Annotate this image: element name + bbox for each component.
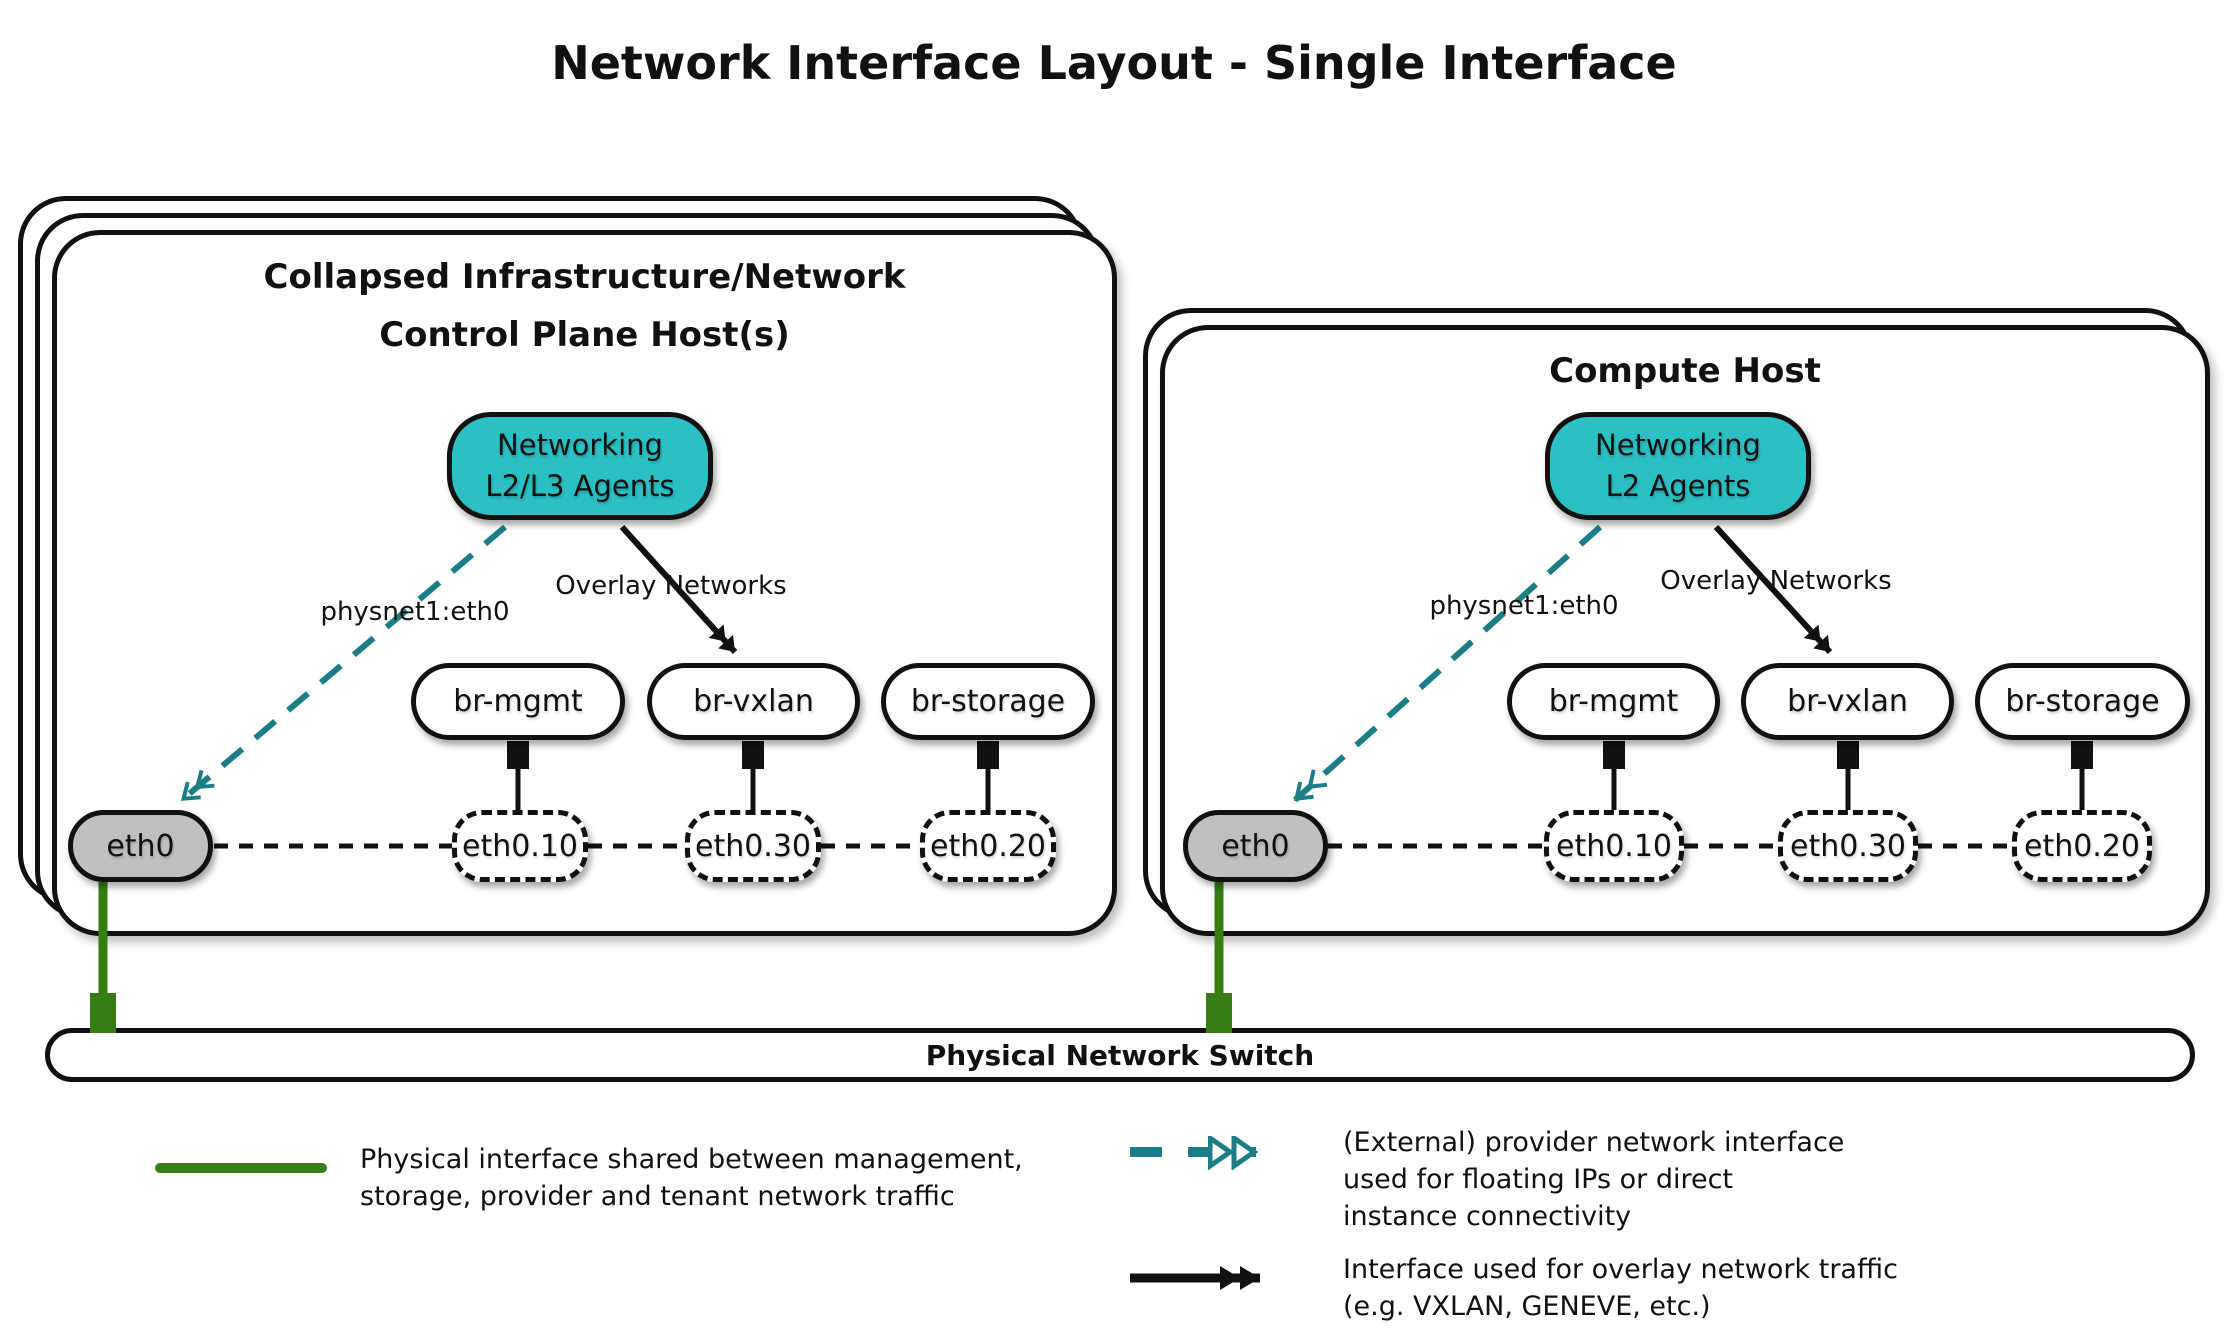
- provider-network-arrow-left: [180, 524, 507, 803]
- bridge-connector: [2071, 741, 2093, 769]
- legend-text-line: (e.g. VXLAN, GENEVE, etc.): [1343, 1291, 1711, 1322]
- vlan-node-eth0-10: eth0.10: [1544, 810, 1684, 882]
- legend-text-line: instance connectivity: [1343, 1201, 1632, 1232]
- overlay-edge-label-right: Overlay Networks: [1660, 566, 1892, 596]
- host-title-line: Control Plane Host(s): [379, 315, 790, 355]
- provider-edge-label-left: physnet1:eth0: [320, 597, 510, 627]
- legend-text-line: used for floating IPs or direct: [1343, 1164, 1734, 1195]
- bridge-node-br-storage: br-storage: [1975, 663, 2190, 740]
- agent-label-line: Networking: [497, 428, 663, 462]
- legend-item-provider-interface: (External) provider network interface us…: [1343, 1124, 1844, 1235]
- provider-network-arrow-right: [1292, 524, 1603, 803]
- agent-label-line: L2 Agents: [1605, 469, 1751, 503]
- agent-label-line: Networking: [1595, 428, 1761, 462]
- physical-network-switch: Physical Network Switch: [45, 1028, 2195, 1082]
- overlay-edge-label-left: Overlay Networks: [555, 571, 787, 601]
- legend-text-line: (External) provider network interface: [1343, 1127, 1845, 1158]
- vlan-node-eth0-30: eth0.30: [685, 810, 821, 882]
- bridge-node-br-vxlan: br-vxlan: [647, 663, 860, 740]
- eth0-node-right: eth0: [1183, 810, 1328, 882]
- bridge-node-br-storage: br-storage: [881, 663, 1095, 740]
- networking-agents-box-left: Networking L2/L3 Agents: [447, 412, 713, 520]
- legend-text-line: storage, provider and tenant network tra…: [360, 1181, 955, 1212]
- bridge-connector: [507, 741, 529, 769]
- provider-edge-label-right: physnet1:eth0: [1429, 591, 1619, 621]
- bridge-connector: [977, 741, 999, 769]
- compute-host-title: Compute Host: [1160, 342, 2210, 400]
- legend-text-line: Physical interface shared between manage…: [360, 1144, 1023, 1175]
- control-plane-host-title: Collapsed Infrastructure/Network Control…: [52, 248, 1117, 364]
- agent-label-line: L2/L3 Agents: [485, 469, 675, 503]
- physical-link-port-right: [1206, 993, 1232, 1033]
- legend-item-physical-interface: Physical interface shared between manage…: [360, 1141, 1023, 1215]
- vlan-node-eth0-20: eth0.20: [920, 810, 1056, 882]
- diagram-title: Network Interface Layout - Single Interf…: [551, 36, 1677, 90]
- bridge-node-br-vxlan: br-vxlan: [1741, 663, 1954, 740]
- bridge-node-br-mgmt: br-mgmt: [1507, 663, 1720, 740]
- legend-item-overlay-interface: Interface used for overlay network traff…: [1343, 1251, 1898, 1325]
- eth0-node-left: eth0: [68, 810, 213, 882]
- bridge-connector: [742, 741, 764, 769]
- host-title-line: Compute Host: [1549, 351, 1821, 391]
- vlan-node-eth0-20: eth0.20: [2012, 810, 2152, 882]
- vlan-node-eth0-30: eth0.30: [1778, 810, 1918, 882]
- legend-green-line-icon: [155, 1163, 327, 1173]
- legend-text-line: Interface used for overlay network traff…: [1343, 1254, 1898, 1285]
- networking-agents-box-right: Networking L2 Agents: [1545, 412, 1811, 520]
- overlay-network-arrow-right: [1713, 524, 1833, 655]
- bridge-node-br-mgmt: br-mgmt: [411, 663, 625, 740]
- vlan-node-eth0-10: eth0.10: [452, 810, 588, 882]
- overlay-network-arrow-left: [619, 524, 738, 655]
- host-title-line: Collapsed Infrastructure/Network: [263, 257, 906, 297]
- physical-link-port-left: [90, 993, 116, 1033]
- bridge-connector: [1603, 741, 1625, 769]
- bridge-connector: [1837, 741, 1859, 769]
